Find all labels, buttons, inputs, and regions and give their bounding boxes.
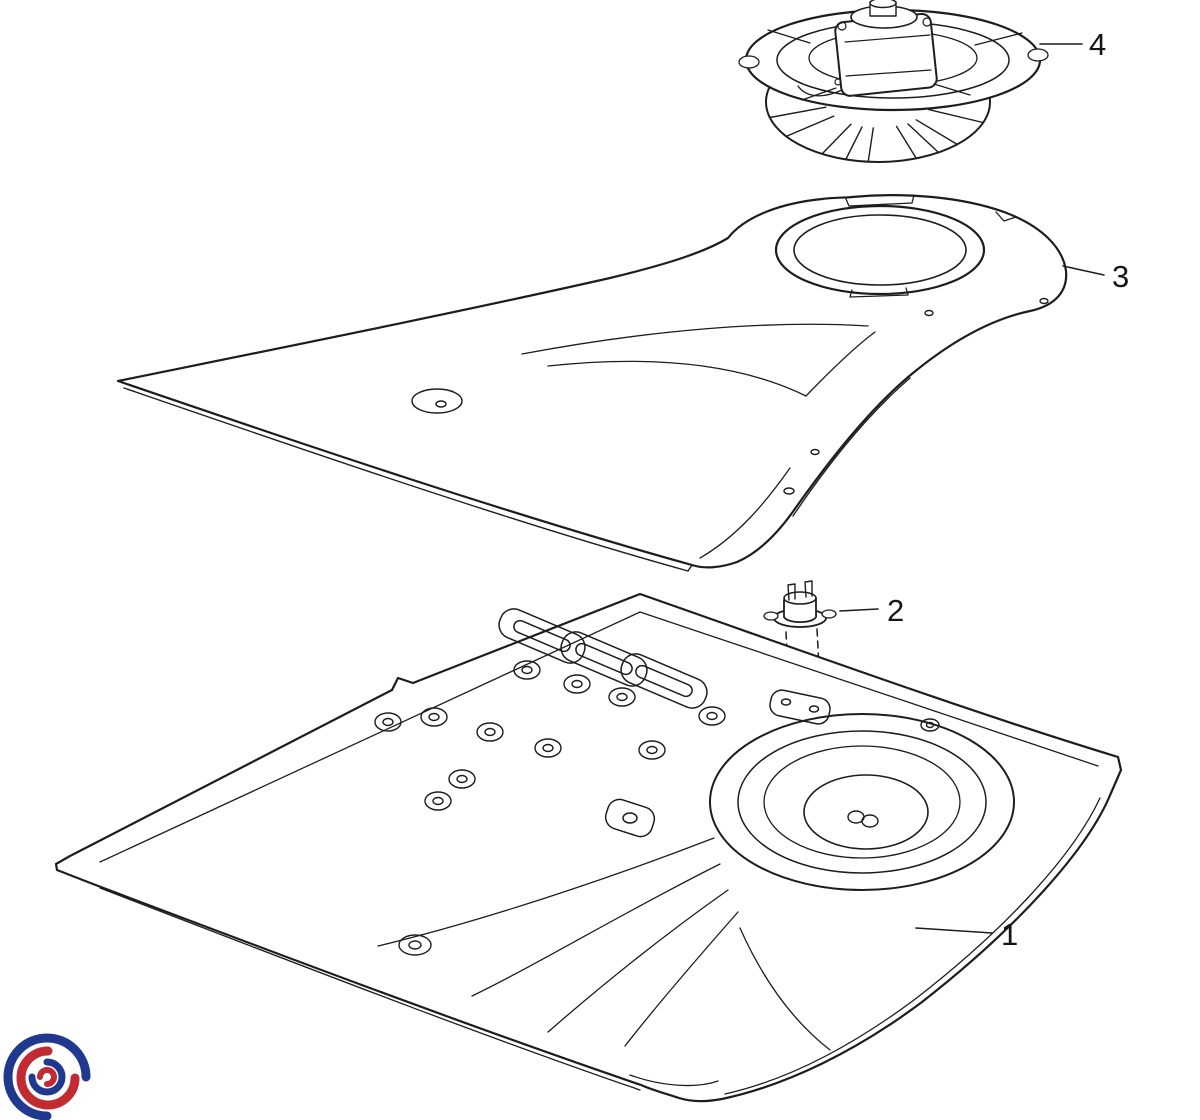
callout-4: 4 [1039, 27, 1106, 62]
cover-edge-thickness [123, 387, 693, 572]
callout-line-2 [839, 608, 879, 612]
callout-2: 2 [839, 593, 904, 628]
callouts: 4 3 2 1 [839, 27, 1129, 952]
thermostat-mount-boss [769, 689, 831, 725]
brand-logo [3, 1033, 91, 1120]
callout-line-3 [1062, 265, 1105, 276]
blower-fan-motor-assembly [738, 0, 1049, 163]
louver-slots [498, 608, 708, 709]
cover-holes [411, 297, 1049, 495]
motor [797, 0, 971, 101]
thermostat [763, 580, 837, 693]
panel-inner-borders [99, 611, 1101, 1095]
logo-blue-swirl [3, 1033, 91, 1120]
panel-boss [604, 798, 656, 838]
callout-3: 3 [1062, 259, 1129, 294]
callout-label-1: 1 [1001, 917, 1018, 952]
collar-opening [774, 194, 1017, 298]
blower-recess [709, 713, 1015, 891]
logo-red-swirl [16, 1046, 80, 1110]
cover-crease-lines [521, 323, 911, 559]
callout-label-2: 2 [887, 593, 904, 628]
callout-line-1 [915, 927, 993, 934]
base-panel [54, 592, 1123, 1103]
logo-blue-inner-swirl [28, 1058, 66, 1096]
fan-housing-cover [116, 194, 1068, 572]
callout-label-3: 3 [1112, 259, 1129, 294]
line-art: 4 3 2 1 [3, 0, 1129, 1120]
logo-red-core [37, 1067, 57, 1087]
callout-label-4: 4 [1089, 27, 1106, 62]
panel-grommets [374, 660, 940, 956]
base-panel-outline [54, 592, 1123, 1103]
thermostat-terminals [787, 580, 813, 601]
panel-ribs [377, 837, 831, 1051]
callout-1: 1 [915, 917, 1018, 952]
